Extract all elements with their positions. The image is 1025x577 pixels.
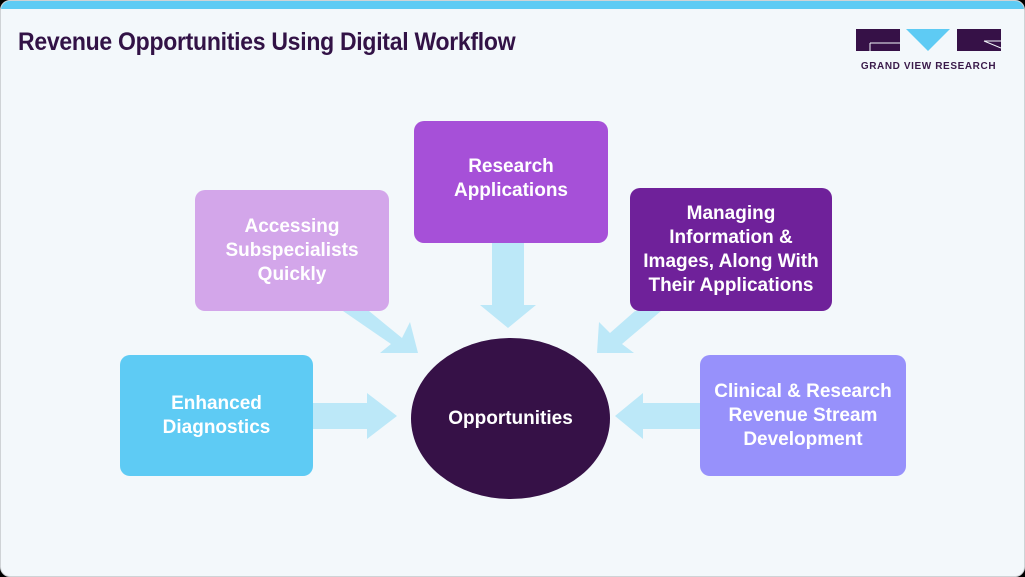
arrow-right-icon — [313, 393, 397, 439]
arrow-diagonal-down-right-icon — [343, 311, 418, 353]
page-title: Revenue Opportunities Using Digital Work… — [18, 28, 516, 56]
node-accessing-subspecialists: Accessing Subspecialists Quickly — [195, 190, 389, 311]
arrow-diagonal-down-left-icon — [597, 311, 661, 353]
accent-bar — [1, 1, 1024, 9]
arrow-left-icon — [615, 393, 701, 439]
grand-view-research-logo: GRAND VIEW RESEARCH — [856, 29, 1002, 75]
logo-text: GRAND VIEW RESEARCH — [860, 61, 997, 72]
arrow-down-icon — [480, 243, 536, 328]
node-clinical-research-revenue: Clinical & Research Revenue Stream Devel… — [700, 355, 906, 476]
node-label: Research Applications — [453, 156, 568, 201]
node-managing-information: Managing Information & Images, Along Wit… — [630, 188, 832, 311]
node-label: Enhanced Diagnostics — [162, 392, 271, 438]
center-label: Opportunities — [448, 407, 573, 429]
node-label: Clinical & Research Revenue Stream Devel… — [714, 380, 892, 450]
node-label: Accessing Subspecialists Quickly — [225, 215, 359, 285]
node-research-applications: Research Applications — [414, 121, 608, 243]
center-opportunities: Opportunities — [411, 338, 610, 499]
gvr-logo-icon — [856, 29, 1002, 51]
node-label: Managing Information & Images, Along Wit… — [643, 202, 819, 296]
node-enhanced-diagnostics: Enhanced Diagnostics — [120, 355, 313, 476]
